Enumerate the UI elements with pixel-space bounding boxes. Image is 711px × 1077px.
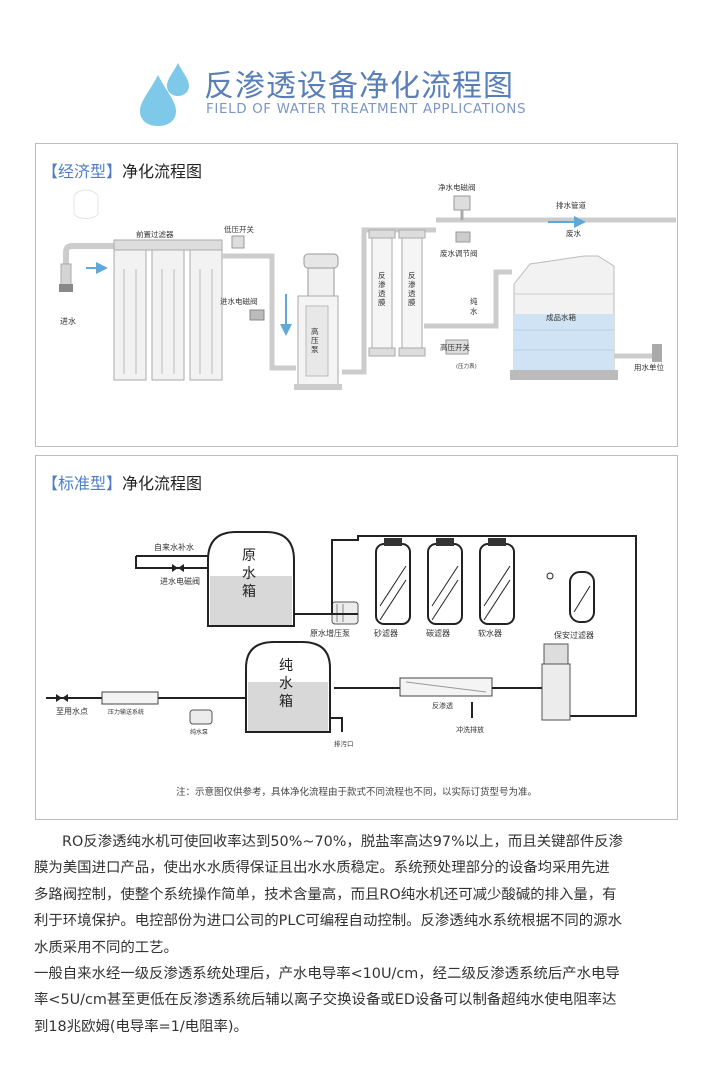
ro-membrane-2-label: 反渗透膜 — [408, 270, 416, 307]
tap-supply-label: 自来水补水 — [154, 542, 194, 552]
drain-outlet-label: 排污口 — [334, 739, 354, 748]
use-point-label: 用水单位 — [634, 362, 664, 372]
page-subtitle: FIELD OF WATER TREATMENT APPLICATIONS — [206, 101, 527, 117]
paragraph-2: 一般自来水经一级反渗透系统处理后，产水电导率<10U/cm，经二级反渗透系统后产… — [34, 966, 620, 1035]
security-filter-label: 保安过滤器 — [554, 630, 594, 640]
pure-tank-label: 纯水箱 — [279, 658, 293, 710]
pure-water-pump — [189, 709, 213, 725]
standard-flow-panel: 【标准型】净化流程图 自来水补水 进水电磁阀 原水箱 原水增压泵 — [35, 455, 678, 820]
security-filter — [569, 571, 595, 623]
use-point-label: 至用水点 — [56, 706, 88, 716]
waste-water-label: 废水 — [566, 228, 581, 238]
inlet-solenoid-label: 进水电磁阀 — [220, 296, 258, 306]
high-pressure-pump-standard — [541, 643, 571, 721]
raw-tank-label: 原水箱 — [242, 548, 256, 600]
inlet-label: 进水 — [60, 316, 76, 326]
page-title: 反渗透设备净化流程图 — [204, 69, 514, 104]
economy-flow-panel: 【经济型】净化流程图 进水 前置过滤器 低压开关 进水电磁阀 — [35, 143, 678, 447]
sand-filter-label: 砂滤器 — [374, 628, 398, 638]
prefilter-3 — [189, 249, 223, 381]
waste-regulator-label: 废水调节阀 — [440, 248, 478, 258]
pure-solenoid-label: 净水电磁阀 — [438, 182, 476, 192]
page-header: 反渗透设备净化流程图 FIELD OF WATER TREATMENT APPL… — [0, 55, 711, 130]
sand-filter — [375, 538, 411, 625]
paragraph-1: RO反渗透纯水机可使回收率达到50%~70%，脱盐率高达97%以上，而且关键部件… — [34, 834, 624, 956]
drain-pipe-label: 排水管道 — [556, 200, 586, 210]
high-pressure-pump-label: 高压泵 — [311, 326, 319, 354]
ro-membrane-1-label: 反渗透膜 — [378, 270, 386, 307]
carbon-filter — [427, 538, 463, 625]
pure-pump-label: 纯水泵 — [190, 728, 208, 736]
ro-unit — [399, 677, 493, 697]
economy-flow-diagram: 进水 前置过滤器 低压开关 进水电磁阀 高压泵 — [59, 182, 676, 390]
standard-flow-diagram: 自来水补水 进水电磁阀 原水箱 原水增压泵 — [46, 531, 637, 748]
ro-membrane-1 — [368, 229, 396, 357]
carbon-filter-label: 碳滤器 — [426, 628, 450, 638]
ro-membrane-2 — [398, 229, 426, 357]
pure-water-tank — [245, 641, 331, 733]
description-text: RO反渗透纯水机可使回收率达到50%~70%，脱盐率高达97%以上，而且关键部件… — [34, 829, 679, 1040]
softener — [479, 538, 515, 625]
flush-valve-label: 冲洗排放 — [456, 725, 484, 734]
high-pressure-pump — [294, 253, 342, 390]
diagram-note: 注：示意图仅供参考，具体净化流程由于款式不同流程也不同，以实际订货型号为准。 — [176, 787, 538, 798]
prefilter-label: 前置过滤器 — [136, 229, 174, 239]
low-pressure-switch-label: 低压开关 — [224, 224, 254, 234]
standard-panel-title: 【标准型】净化流程图 — [42, 474, 203, 493]
softener-label: 软水器 — [478, 628, 502, 638]
product-water-tank — [510, 255, 618, 380]
water-drops-icon — [140, 63, 189, 126]
product-tank-label: 成品水箱 — [546, 312, 576, 322]
economy-panel-title: 【经济型】净化流程图 — [42, 162, 203, 181]
high-pressure-switch-label: 高压开关 — [440, 342, 470, 352]
ro-unit-label: 反渗透 — [432, 701, 453, 710]
raw-pump-label: 原水增压泵 — [310, 628, 350, 638]
raw-water-tank — [207, 531, 295, 627]
uv-system-label: 压力输送系统 — [108, 708, 144, 716]
gauge-label: (压力表) — [456, 362, 477, 370]
prefilter-2 — [151, 249, 185, 381]
prefilter-1 — [113, 249, 147, 381]
pure-water-label: 纯水 — [470, 296, 478, 316]
inlet-solenoid-label: 进水电磁阀 — [160, 576, 200, 586]
